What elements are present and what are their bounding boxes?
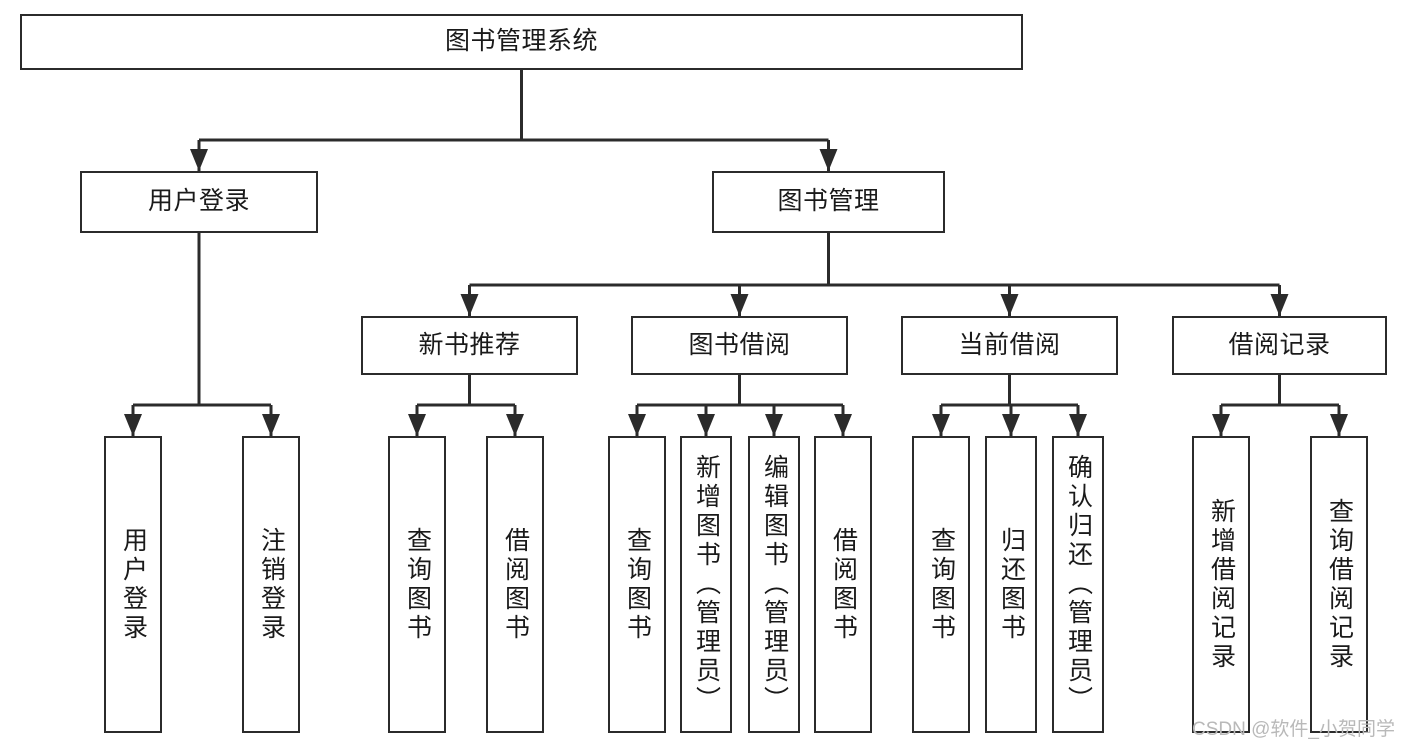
- node-label: 图书管理系统: [444, 27, 598, 56]
- node-l-bbook2[interactable]: 借阅图书: [814, 436, 872, 733]
- node-label: 图书管理: [777, 187, 880, 216]
- node-l-editbook[interactable]: 编辑图书（管理员）: [748, 436, 800, 733]
- node-label: 查询借阅记录: [1325, 497, 1354, 672]
- node-l-logout[interactable]: 注销登录: [242, 436, 300, 733]
- node-label: 新增图书（管理员）: [692, 454, 721, 715]
- arrowhead-bookmgmt: [819, 149, 838, 171]
- arrowhead-l-return: [1002, 414, 1020, 436]
- arrowhead-l-qbook1: [408, 414, 426, 436]
- node-label: 编辑图书（管理员）: [760, 454, 789, 715]
- node-label: 查询图书: [403, 526, 432, 643]
- node-label: 当前借阅: [958, 330, 1061, 359]
- arrowhead-l-bbook2: [834, 414, 852, 436]
- arrowhead-l-login: [124, 414, 142, 436]
- arrowhead-records: [1270, 294, 1289, 316]
- node-label: 归还图书: [997, 526, 1026, 643]
- arrowhead-l-qbook2: [628, 414, 646, 436]
- node-root[interactable]: 图书管理系统: [20, 14, 1023, 70]
- node-l-qbook1[interactable]: 查询图书: [388, 436, 446, 733]
- node-label: 新增借阅记录: [1207, 497, 1236, 672]
- arrowhead-borrow: [730, 294, 749, 316]
- arrowhead-newbook: [460, 294, 479, 316]
- node-label: 用户登录: [147, 187, 250, 216]
- arrowhead-current: [1000, 294, 1019, 316]
- arrowhead-login: [190, 149, 208, 171]
- node-l-bbook1[interactable]: 借阅图书: [486, 436, 544, 733]
- node-label: 借阅记录: [1228, 330, 1331, 359]
- node-label: 图书借阅: [688, 330, 791, 359]
- node-label: 新书推荐: [418, 330, 521, 359]
- node-l-qbook2[interactable]: 查询图书: [608, 436, 666, 733]
- node-label: 注销登录: [257, 526, 286, 643]
- arrowhead-l-addbook: [697, 414, 715, 436]
- node-l-login[interactable]: 用户登录: [104, 436, 162, 733]
- node-label: 用户登录: [119, 526, 148, 643]
- arrowhead-l-logout: [262, 414, 280, 436]
- node-bookmgmt[interactable]: 图书管理: [712, 171, 945, 233]
- node-label: 查询图书: [623, 526, 652, 643]
- node-l-qbook3[interactable]: 查询图书: [912, 436, 970, 733]
- node-label: 确认归还（管理员）: [1064, 454, 1093, 715]
- node-label: 借阅图书: [829, 526, 858, 643]
- node-borrow[interactable]: 图书借阅: [631, 316, 848, 375]
- node-label: 借阅图书: [501, 526, 530, 643]
- node-label: 查询图书: [927, 526, 956, 643]
- arrowhead-l-addrec: [1212, 414, 1230, 436]
- arrowhead-l-editbook: [765, 414, 783, 436]
- node-l-qryrec[interactable]: 查询借阅记录: [1310, 436, 1368, 733]
- node-records[interactable]: 借阅记录: [1172, 316, 1387, 375]
- node-l-confirm[interactable]: 确认归还（管理员）: [1052, 436, 1104, 733]
- node-l-return[interactable]: 归还图书: [985, 436, 1037, 733]
- csdn-watermark: CSDN @软件_小贺同学: [1192, 719, 1395, 740]
- node-newbook[interactable]: 新书推荐: [361, 316, 578, 375]
- node-l-addbook[interactable]: 新增图书（管理员）: [680, 436, 732, 733]
- arrowhead-l-bbook1: [506, 414, 524, 436]
- node-current[interactable]: 当前借阅: [901, 316, 1118, 375]
- arrowhead-l-qbook3: [932, 414, 950, 436]
- node-l-addrec[interactable]: 新增借阅记录: [1192, 436, 1250, 733]
- arrowhead-l-confirm: [1069, 414, 1087, 436]
- arrowhead-l-qryrec: [1330, 414, 1348, 436]
- node-login[interactable]: 用户登录: [80, 171, 318, 233]
